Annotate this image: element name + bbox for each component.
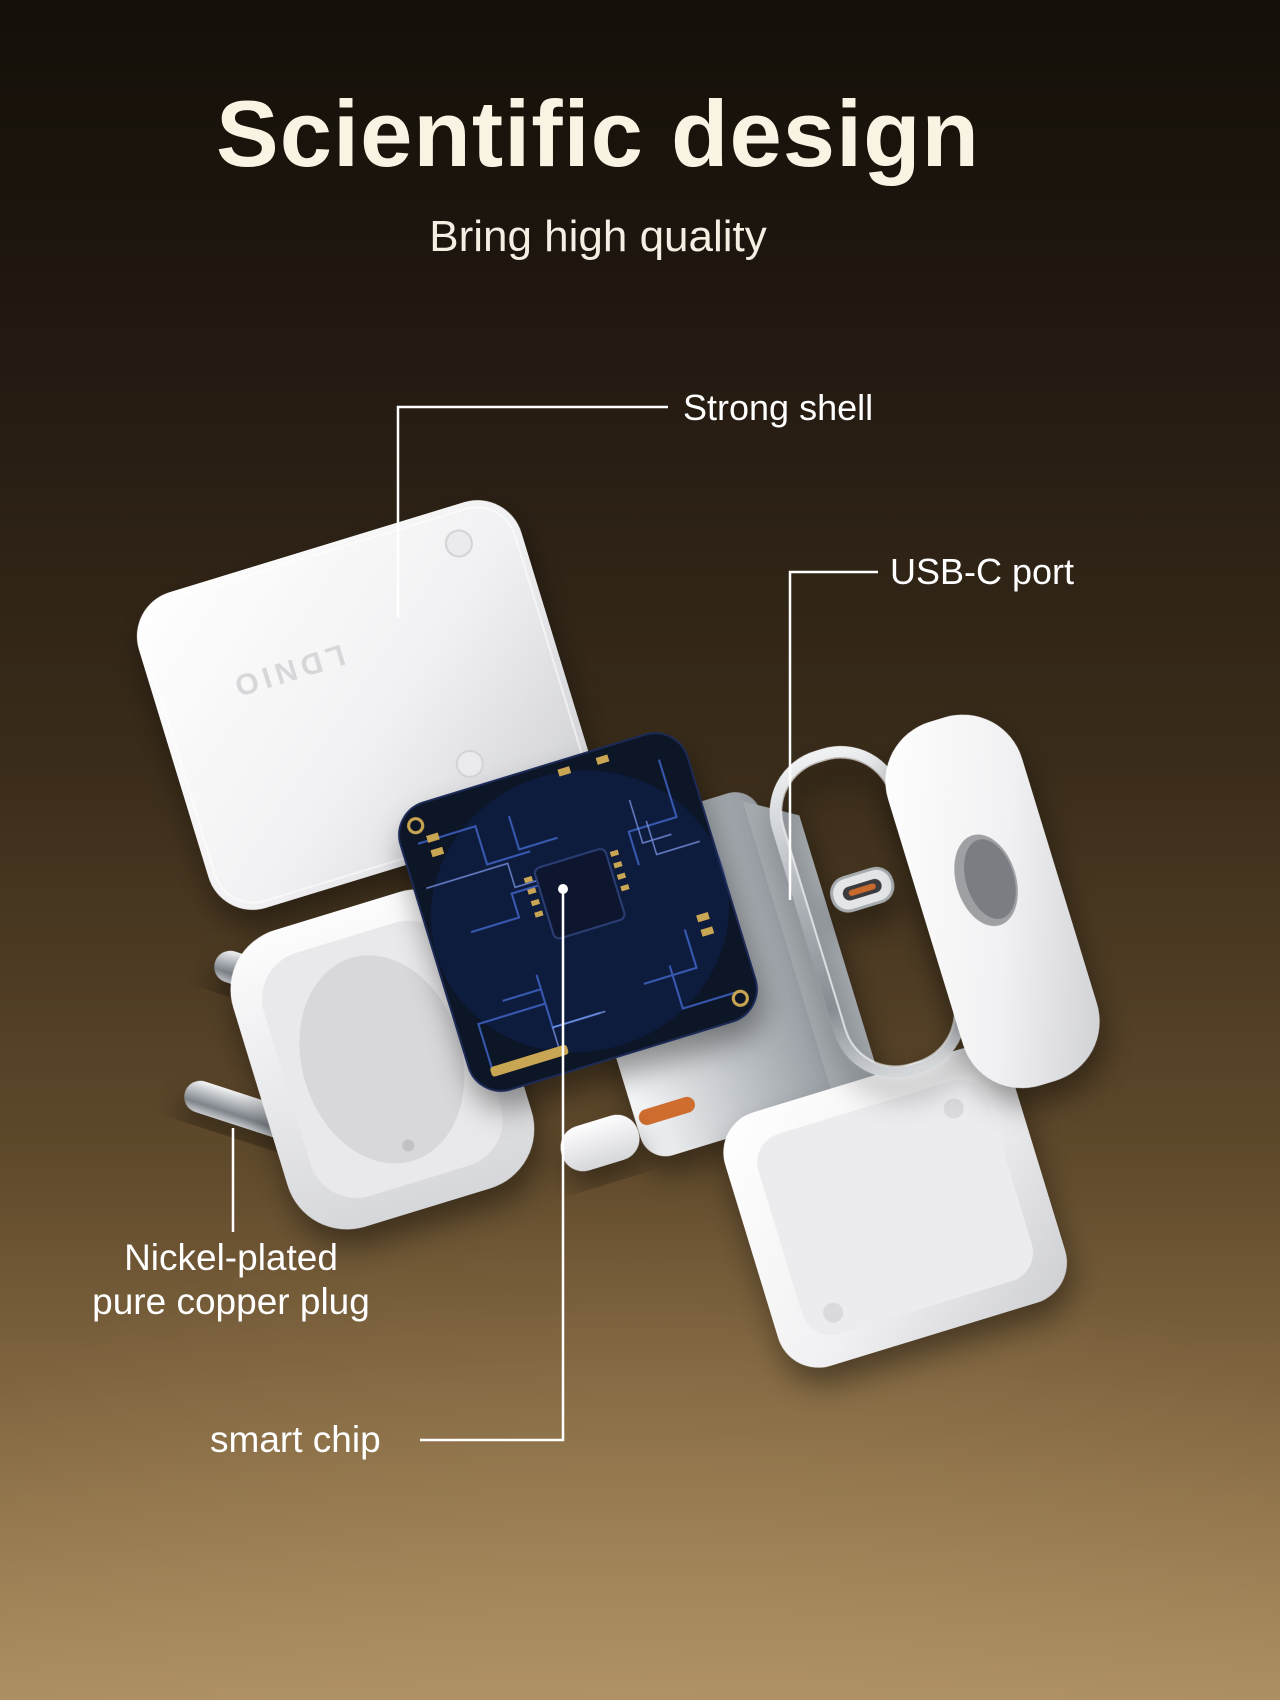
bottom-cover-part (723, 1047, 1067, 1368)
callout-nickel-line1: Nickel-plated (124, 1237, 338, 1278)
screw-boss (444, 529, 473, 558)
callout-nickel-plug: Nickel-plated pure copper plug (52, 1236, 410, 1325)
callout-strong-shell: Strong shell (683, 387, 874, 428)
screw-boss (455, 749, 484, 778)
page-subtitle: Bring high quality (429, 212, 767, 261)
usb-c-leader-line (788, 570, 878, 900)
front-cover-part (885, 714, 1100, 1089)
header: Scientific design Bring high quality (216, 80, 980, 262)
leader-lines (231, 405, 878, 1442)
orange-tab (638, 1096, 696, 1126)
plug-body-part (230, 889, 535, 1230)
callout-nickel-line2: pure copper plug (92, 1281, 370, 1323)
page-title: Scientific design (216, 81, 980, 186)
pcb-part (398, 732, 758, 1092)
callout-usb-c-port: USB-C port (890, 551, 1075, 592)
smart-chip-leader-line (420, 892, 565, 1442)
gold-mount-hole (407, 817, 425, 835)
smart-chip-anchor-dot (558, 884, 568, 894)
gold-mount-hole (731, 989, 749, 1007)
strong-shell-leader-line (396, 405, 668, 618)
bottom-peg-part (560, 1114, 640, 1172)
smart-chip-ic (534, 847, 626, 940)
screw-hole (823, 1302, 844, 1323)
gold-pads (426, 754, 715, 1077)
usb-c-port (830, 866, 895, 913)
screw-hole (943, 1098, 964, 1119)
callout-smart-chip: smart chip (210, 1419, 381, 1460)
circuit-traces (417, 759, 741, 1073)
